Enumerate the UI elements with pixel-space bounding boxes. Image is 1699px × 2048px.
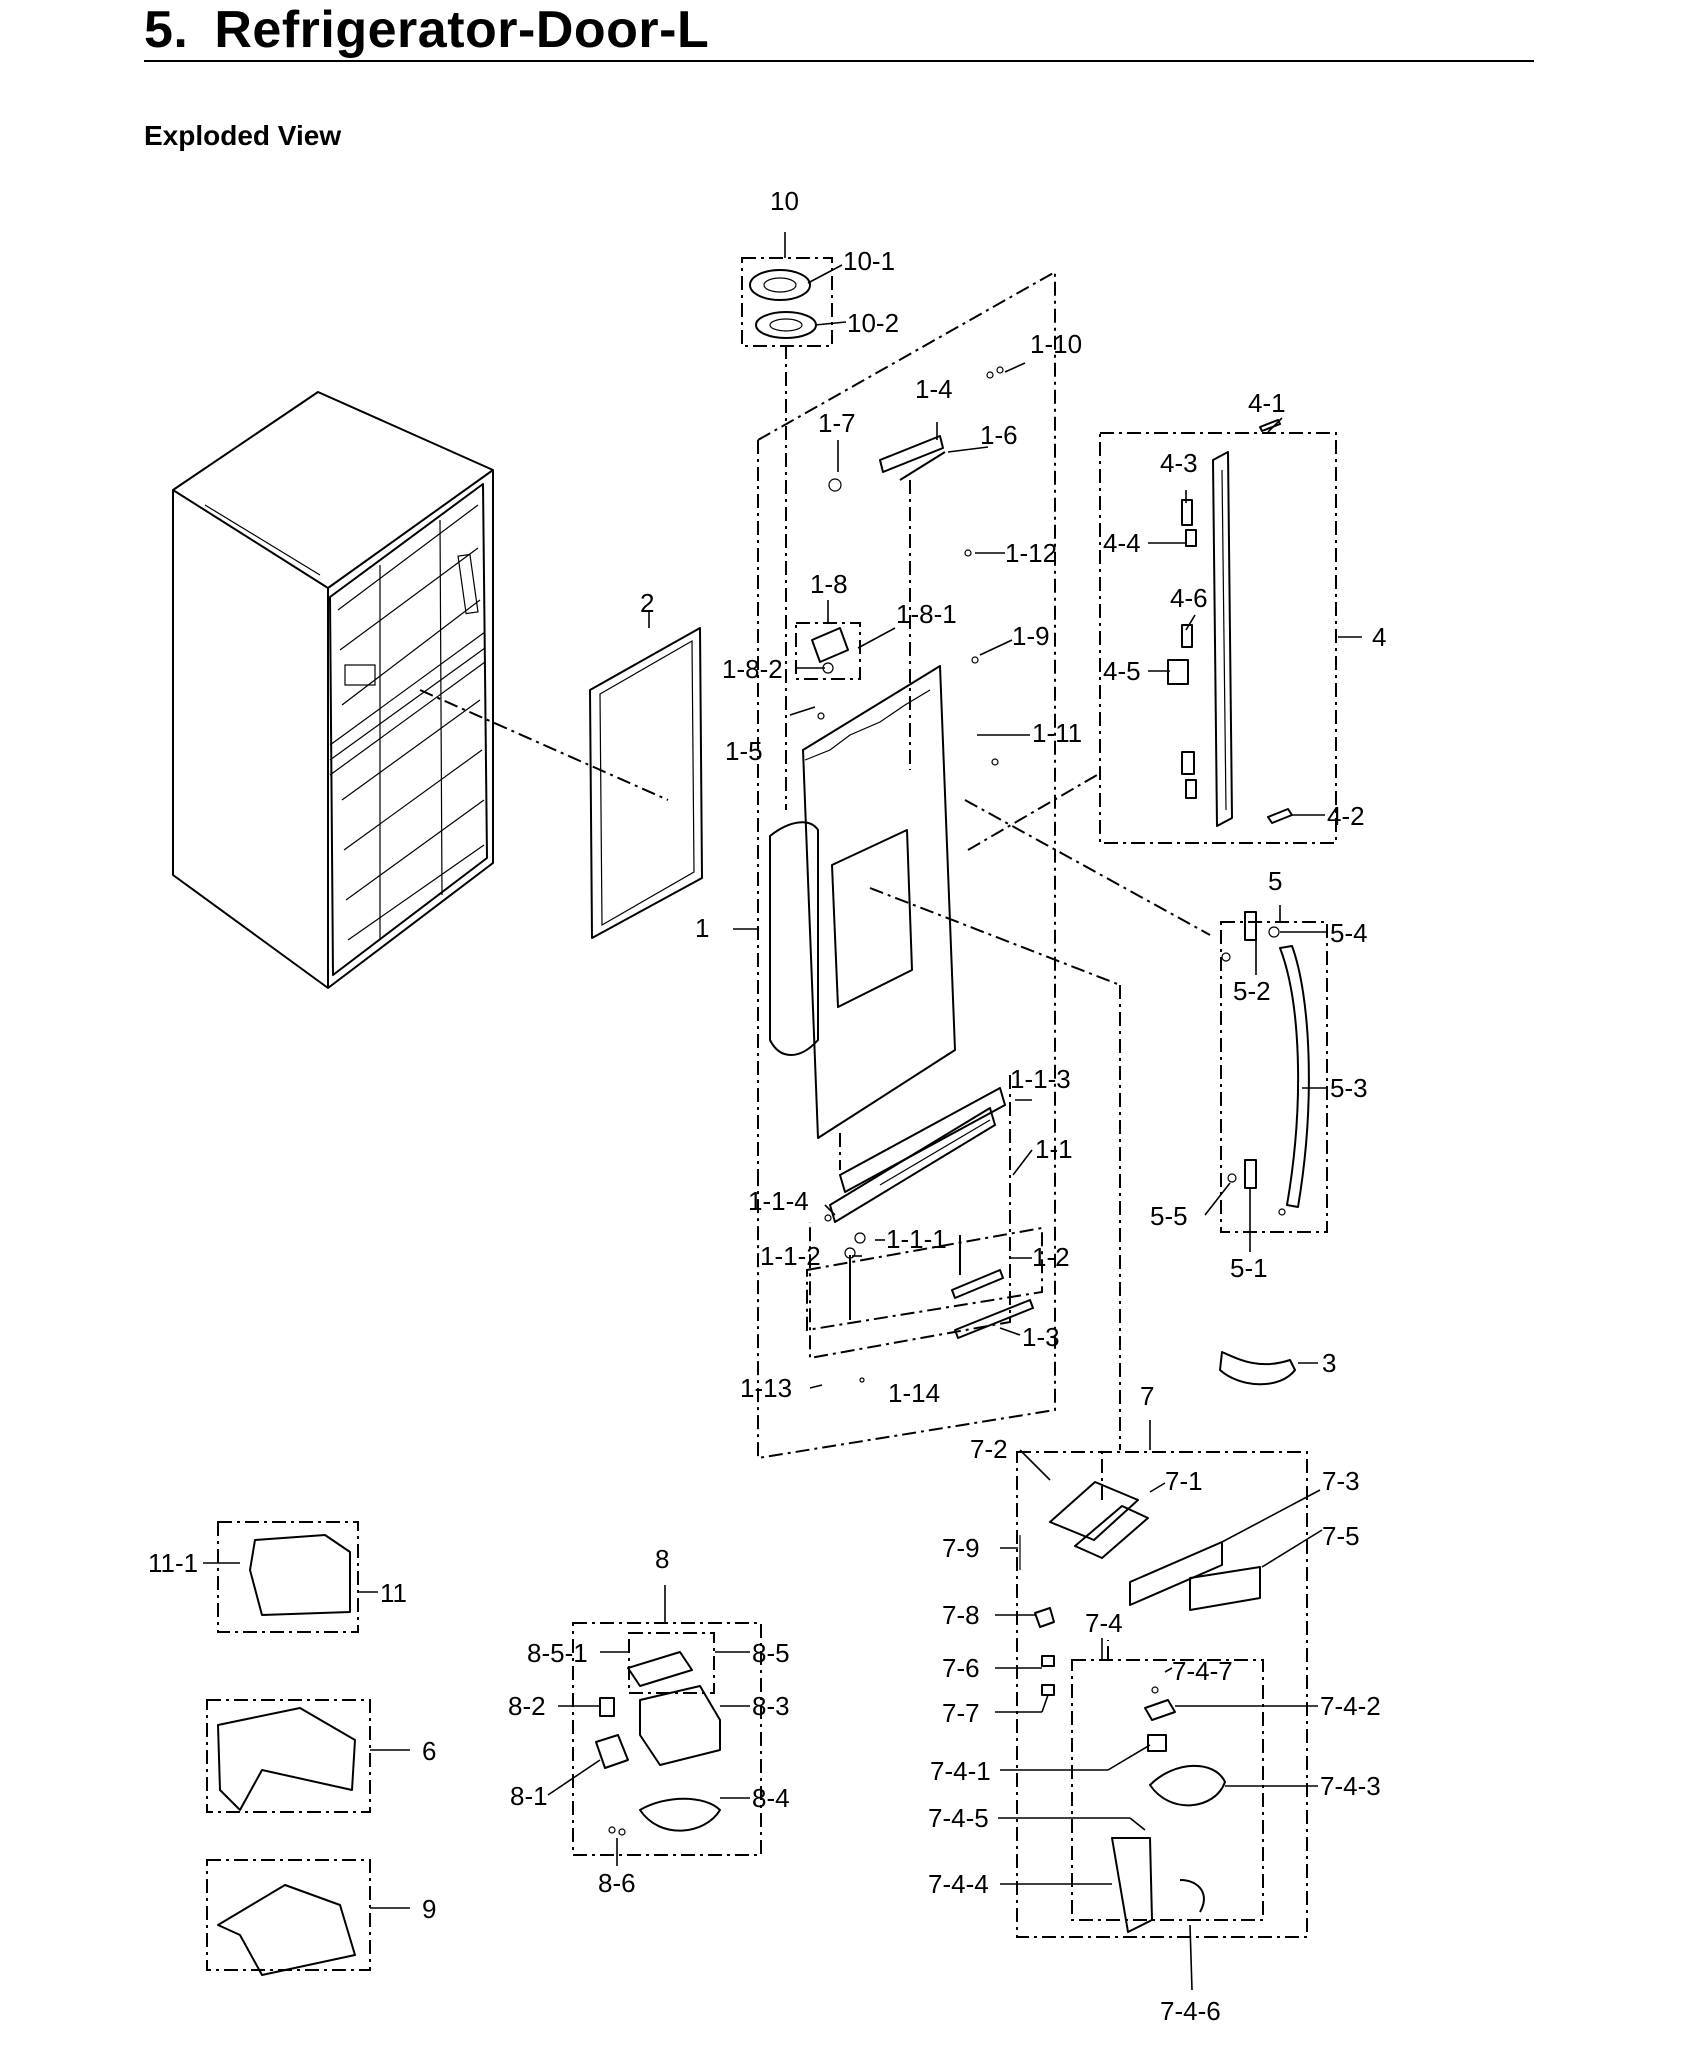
callout-1-8-2: 1-8-2: [722, 654, 783, 684]
callout-6: 6: [422, 1736, 436, 1766]
callout-10: 10: [770, 186, 799, 216]
callout-1-1-2: 1-1-2: [760, 1241, 821, 1271]
callout-1-13: 1-13: [740, 1373, 792, 1403]
callout-1-1: 1-1: [1035, 1134, 1073, 1164]
callout-1-7: 1-7: [818, 408, 856, 438]
callout-5-3: 5-3: [1330, 1073, 1368, 1103]
callout-8-3: 8-3: [752, 1691, 790, 1721]
callout-5-2: 5-2: [1233, 976, 1271, 1006]
callout-8-5-1: 8-5-1: [527, 1638, 588, 1668]
callout-7-4-6: 7-4-6: [1160, 1996, 1221, 2026]
callout-4-3: 4-3: [1160, 448, 1198, 478]
callout-1: 1: [695, 913, 709, 943]
door-handle-part-5: [1221, 911, 1310, 1216]
callout-1-2: 1-2: [1032, 1242, 1070, 1272]
callout-9: 9: [422, 1894, 436, 1924]
callout-7-6: 7-6: [942, 1653, 980, 1683]
callout-1-10: 1-10: [1030, 329, 1082, 359]
callout-7-9: 7-9: [942, 1533, 980, 1563]
refrigerator-cabinet-drawing: [172, 391, 494, 989]
callout-4-1: 4-1: [1248, 388, 1286, 418]
callout-7-7: 7-7: [942, 1698, 980, 1728]
ice-bin-part-11: [249, 1534, 351, 1616]
callout-1-1-1: 1-1-1: [886, 1224, 947, 1254]
callout-1-1-3: 1-1-3: [1010, 1064, 1071, 1094]
callout-1-9: 1-9: [1012, 621, 1050, 651]
callout-8: 8: [655, 1544, 669, 1574]
callout-5: 5: [1268, 866, 1282, 896]
callout-3: 3: [1322, 1348, 1336, 1378]
callout-5-4: 5-4: [1330, 918, 1368, 948]
callout-7-4-7: 7-4-7: [1172, 1656, 1233, 1686]
door-assembly-part-1: [769, 366, 1034, 1383]
dispenser-assembly-part-7: [1019, 1481, 1261, 1933]
callout-1-12: 1-12: [1005, 538, 1057, 568]
exploded-view-heading: Exploded View: [144, 120, 342, 151]
callout-1-11: 1-11: [1032, 718, 1082, 748]
callout-7-4-5: 7-4-5: [928, 1803, 989, 1833]
page-header: 5. Refrigerator-Door-L: [144, 0, 1534, 62]
callout-7: 7: [1140, 1381, 1154, 1411]
tray-part-6: [217, 1707, 356, 1811]
callout-10-1: 10-1: [843, 246, 895, 276]
callout-8-1: 8-1: [510, 1781, 548, 1811]
callout-1-4: 1-4: [915, 374, 953, 404]
ice-maker-part-8: [595, 1651, 721, 1836]
callout-11-1: 11-1: [148, 1548, 198, 1578]
section-title: Refrigerator-Door-L: [214, 1, 710, 59]
callout-1-14: 1-14: [888, 1378, 940, 1408]
callout-8-6: 8-6: [598, 1868, 636, 1898]
callout-4-2: 4-2: [1327, 801, 1365, 831]
callout-4-5: 4-5: [1103, 656, 1141, 686]
callout-4: 4: [1372, 622, 1386, 652]
page-title: 5. Refrigerator-Door-L: [144, 0, 709, 60]
callout-7-4-3: 7-4-3: [1320, 1771, 1381, 1801]
callout-7-8: 7-8: [942, 1600, 980, 1630]
callout-7-5: 7-5: [1322, 1521, 1360, 1551]
callout-7-2: 7-2: [970, 1434, 1008, 1464]
callout-4-4: 4-4: [1103, 528, 1141, 558]
callout-4-6: 4-6: [1170, 583, 1208, 613]
door-gasket-part-2: [589, 627, 703, 939]
callout-1-6: 1-6: [980, 420, 1018, 450]
callout-8-4: 8-4: [752, 1783, 790, 1813]
callout-7-1: 7-1: [1165, 1466, 1203, 1496]
callout-7-4-2: 7-4-2: [1320, 1691, 1381, 1721]
callout-2: 2: [640, 588, 654, 618]
callout-labels: 10 10-1 10-2 1-10 1-4 1-7 1-6 1-12 1-8 1…: [148, 186, 1386, 2026]
callout-8-5: 8-5: [752, 1638, 790, 1668]
cover-part-3: [1219, 1351, 1296, 1386]
callout-7-4: 7-4: [1085, 1608, 1123, 1638]
door-hinge-strip-part-4: [1167, 419, 1293, 827]
callout-7-4-4: 7-4-4: [928, 1869, 989, 1899]
tray-part-9: [217, 1884, 356, 1976]
cap-parts-10: [749, 269, 817, 339]
callout-11: 11: [380, 1578, 407, 1608]
callout-1-3: 1-3: [1022, 1322, 1060, 1352]
callout-1-8: 1-8: [810, 569, 848, 599]
section-number: 5.: [144, 1, 189, 59]
callout-1-1-4: 1-1-4: [748, 1186, 809, 1216]
callout-10-2: 10-2: [847, 308, 899, 338]
callout-8-2: 8-2: [508, 1691, 546, 1721]
callout-5-5: 5-5: [1150, 1201, 1188, 1231]
callout-5-1: 5-1: [1230, 1253, 1268, 1283]
callout-7-4-1: 7-4-1: [930, 1756, 991, 1786]
callout-7-3: 7-3: [1322, 1466, 1360, 1496]
callout-leader-lines: [203, 232, 1362, 1991]
assembly-direction-lines: [419, 345, 1211, 1660]
callout-1-8-1: 1-8-1: [896, 599, 957, 629]
callout-1-5: 1-5: [725, 736, 763, 766]
